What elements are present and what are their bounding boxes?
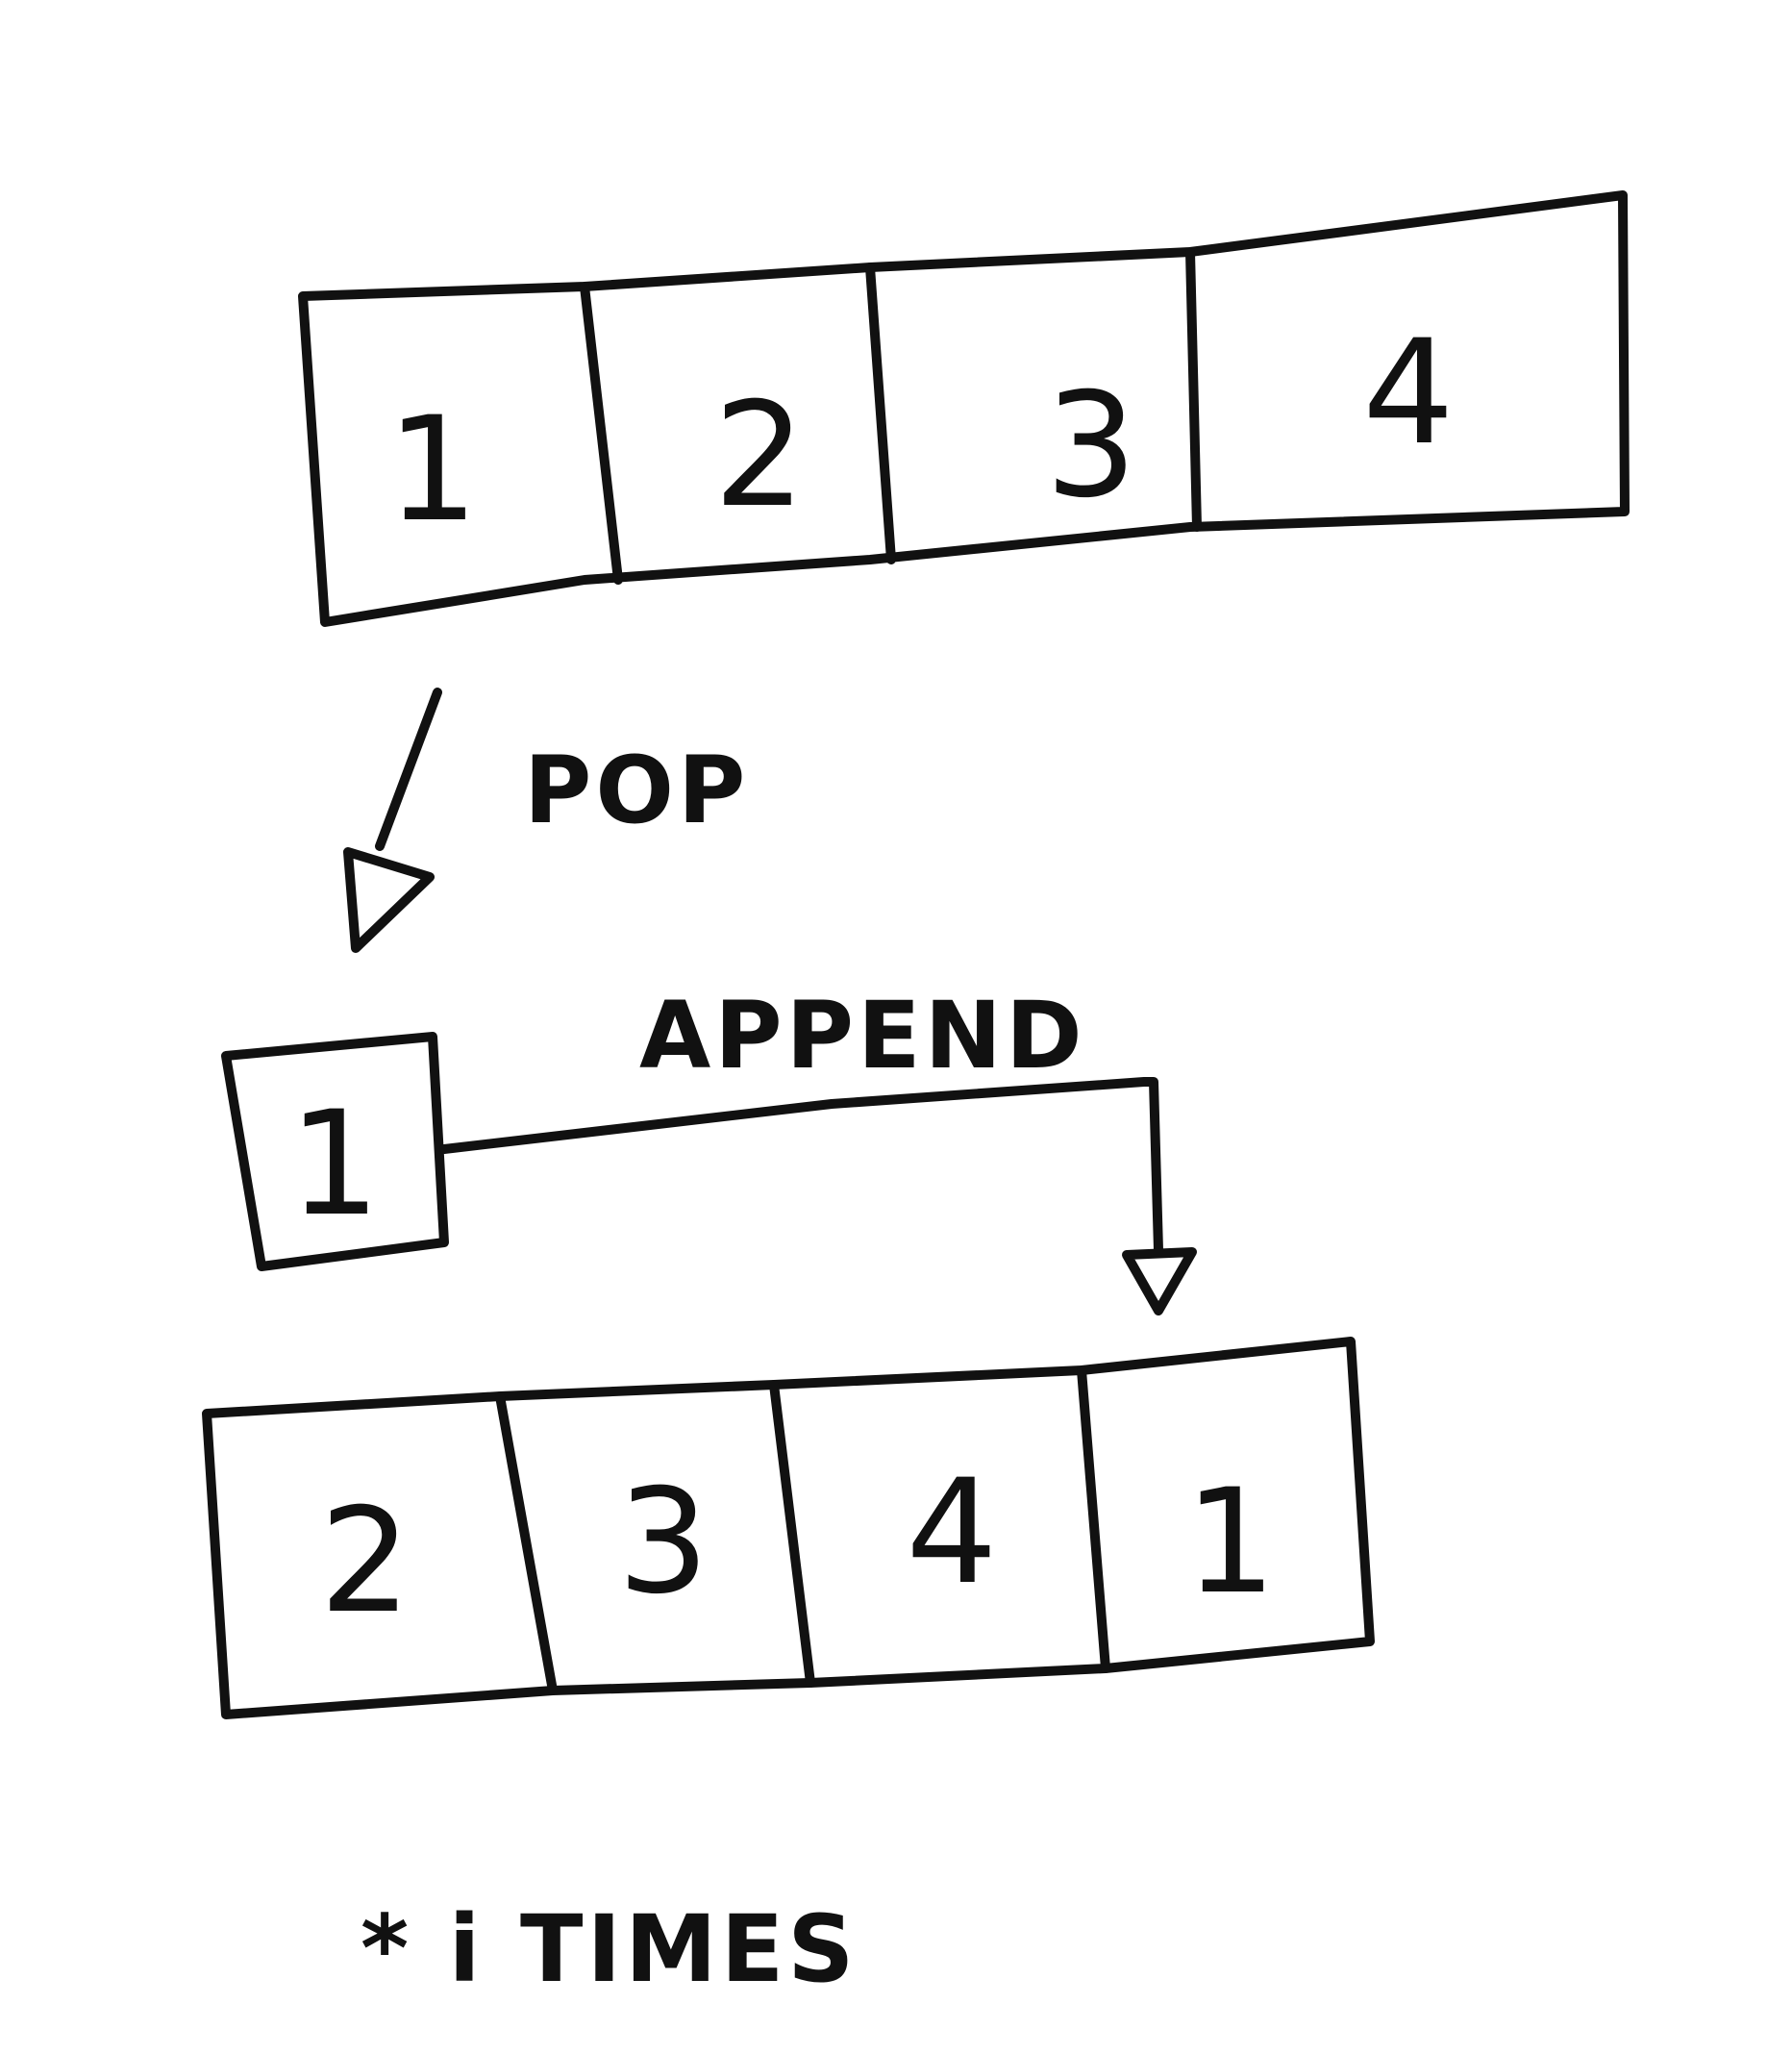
result-array-divider-1	[495, 1391, 558, 1695]
result-array-cell-3: 4	[906, 1449, 997, 1616]
original-array-cell-4: 4	[1362, 310, 1454, 477]
original-array-divider-2	[865, 263, 896, 564]
pop-arrow-head	[343, 847, 435, 953]
append-arrow-line	[439, 1077, 1163, 1255]
original-array-cell-3: 3	[1045, 363, 1136, 530]
append-arrow	[439, 1077, 1197, 1315]
pop-arrow-shaft	[375, 688, 442, 851]
result-array-outline	[202, 1337, 1375, 1719]
pop-arrow	[343, 688, 442, 953]
result-array-divider-3	[1077, 1365, 1110, 1673]
original-array-divider-3	[1185, 247, 1202, 532]
original-array-outline	[298, 190, 1630, 627]
repeat-note: * i TIMES	[361, 1895, 858, 2003]
popped-item-value: 1	[288, 1081, 380, 1248]
result-array-cell-2: 3	[617, 1459, 709, 1626]
original-array-cell-1: 1	[386, 387, 478, 554]
popped-item-outline	[221, 1032, 449, 1271]
result-array-cell-4: 1	[1184, 1459, 1276, 1626]
original-array: 1 2 3 4	[298, 190, 1630, 627]
popped-item-box: 1	[221, 1032, 449, 1271]
result-array-divider-2	[769, 1380, 815, 1688]
append-label: APPEND	[639, 982, 1086, 1090]
append-arrow-head	[1122, 1247, 1197, 1315]
original-array-cell-2: 2	[713, 372, 805, 539]
pop-label: POP	[524, 737, 749, 844]
original-array-divider-1	[580, 282, 623, 585]
result-array: 2 3 4 1	[202, 1337, 1375, 1719]
result-array-cell-1: 2	[319, 1478, 411, 1645]
